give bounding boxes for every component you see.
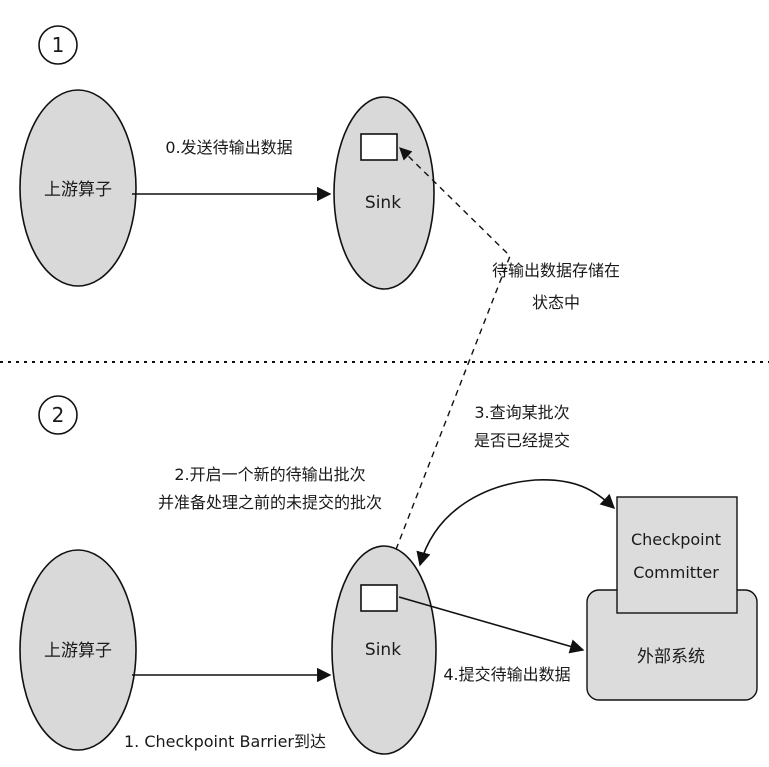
upstream-operator-2-label: 上游算子: [44, 641, 112, 661]
store-state-label-line1: 待输出数据存储在: [492, 261, 620, 280]
step-1-number: 1: [52, 33, 65, 57]
upstream-operator-2: [19, 549, 137, 751]
query-committed-arrow: [416, 479, 616, 567]
sink-1: [333, 96, 435, 290]
external-system-label: 外部系统: [637, 647, 705, 667]
send-data-label: 0.发送待输出数据: [165, 138, 292, 157]
sink-2-state-box: [360, 584, 398, 612]
step-2-number: 2: [52, 403, 65, 427]
upstream-operator-1-label: 上游算子: [44, 180, 112, 200]
checkpoint-committer-label-line1: Checkpoint: [631, 530, 721, 549]
step-2-badge: [38, 395, 78, 435]
barrier-arrives-label: 1. Checkpoint Barrier到达: [124, 732, 326, 751]
checkpoint-committer-label-line2: Committer: [633, 563, 719, 582]
state-store-dashed-arrow: [387, 147, 511, 571]
sink-1-state-box: [360, 133, 398, 161]
upstream-operator-1: [19, 89, 137, 287]
commit-data-arrow: [398, 596, 585, 654]
store-state-label-line2: 状态中: [532, 293, 580, 312]
query-label-line1: 3.查询某批次: [474, 403, 569, 422]
commit-data-label: 4.提交待输出数据: [443, 665, 570, 684]
section-1: 1 上游算子 Sink 0.发送待输出数据 待输出数据存储在 状态中: [19, 25, 620, 312]
sink-1-label: Sink: [365, 193, 401, 213]
sink-2-label: Sink: [365, 640, 401, 660]
checkpoint-committer: [616, 496, 738, 614]
open-batch-label-line2: 并准备处理之前的未提交的批次: [158, 493, 382, 512]
sink-2: [331, 545, 437, 755]
section-2: 2 上游算子 Sink 外部系统 Checkpoint Committer 1.…: [19, 395, 758, 755]
open-batch-label-line1: 2.开启一个新的待输出批次: [174, 465, 365, 484]
query-label-line2: 是否已经提交: [474, 431, 570, 450]
step-1-badge: [38, 25, 78, 65]
